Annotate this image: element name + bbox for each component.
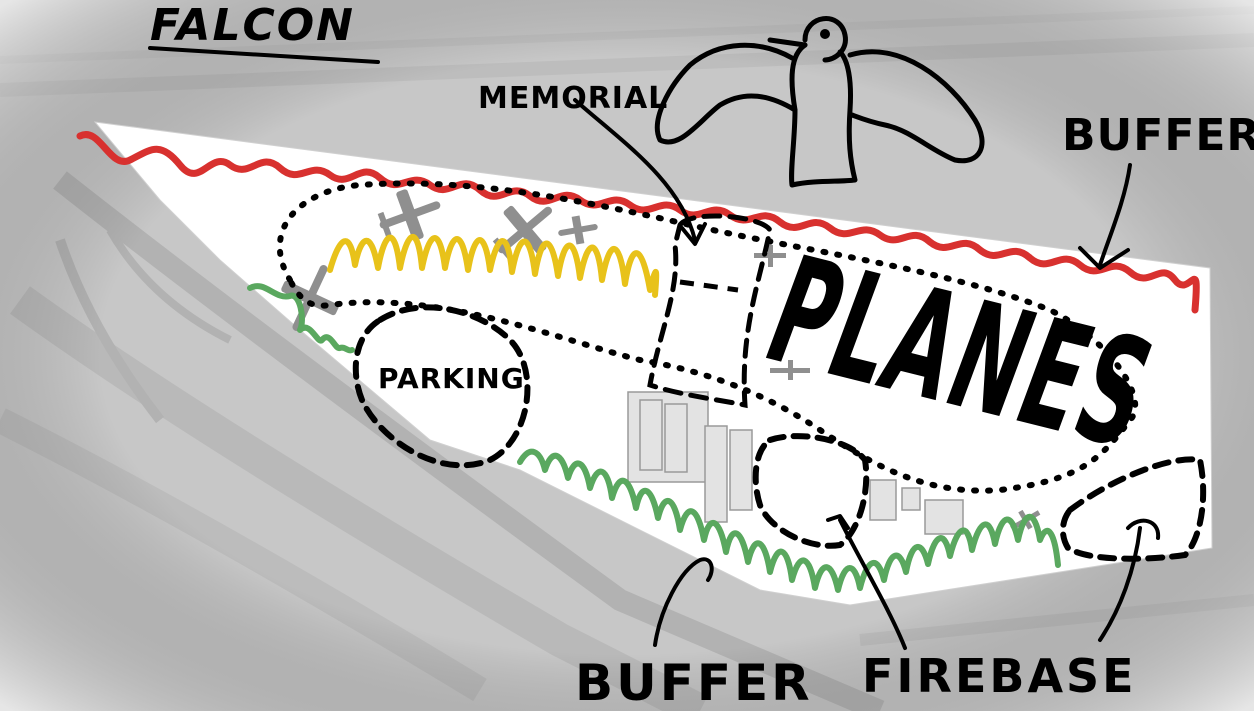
buffer-bottom-label: BUFFER: [575, 654, 813, 711]
buffer-top-label: BUFFER: [1062, 110, 1254, 161]
title-label: FALCON: [150, 0, 355, 51]
firebase-label: FIREBASE: [862, 649, 1137, 703]
parking-label: PARKING: [378, 362, 525, 395]
memorial-label: MEMORIAL: [478, 81, 668, 116]
